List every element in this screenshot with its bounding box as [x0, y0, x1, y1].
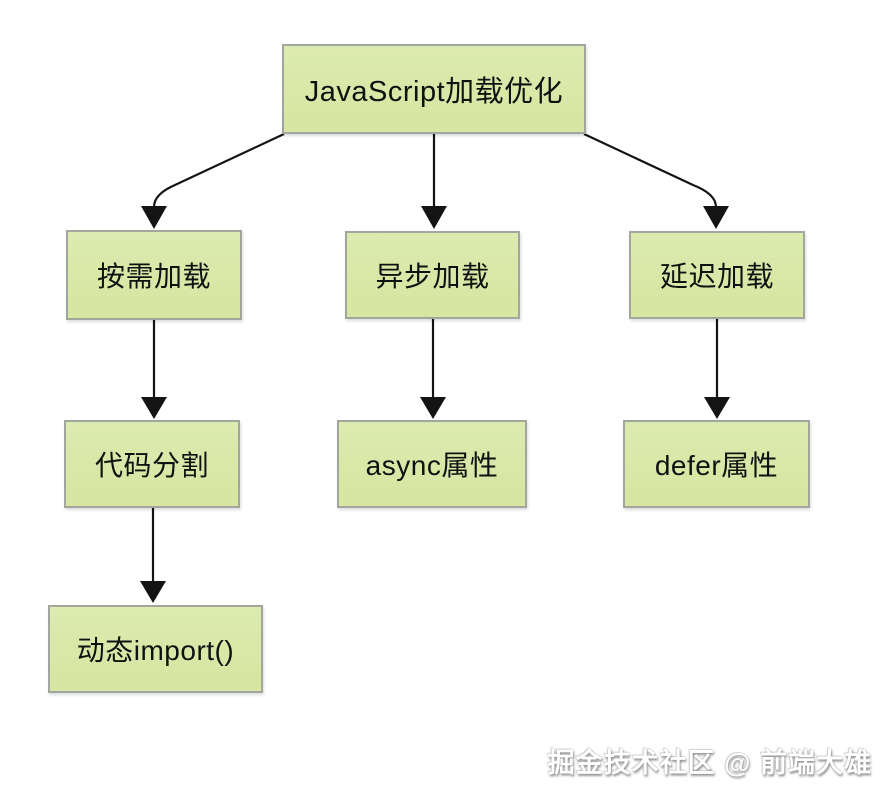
node-root-label: JavaScript加载优化: [304, 76, 564, 108]
node-code-split-label: 代码分割: [94, 450, 209, 481]
arrowhead-icon: [140, 581, 166, 603]
node-root: JavaScript加载优化: [282, 44, 586, 134]
node-defer-attribute: defer属性: [623, 420, 810, 508]
edge-defer-load-to-defer-attr: [704, 319, 730, 419]
edge-root-to-defer-load: [583, 133, 729, 229]
edge-on-demand-to-code-split: [141, 320, 167, 419]
arrowhead-icon: [421, 206, 447, 229]
node-on-demand-load: 按需加载: [66, 230, 242, 320]
edge-async-load-to-async-attr: [420, 319, 446, 419]
arrowhead-icon: [703, 206, 729, 229]
edge-code-split-to-dynamic-import: [140, 508, 166, 603]
node-defer-load-label: 延迟加载: [659, 261, 774, 292]
node-async-load: 异步加载: [345, 231, 520, 319]
arrowhead-icon: [420, 397, 446, 419]
node-dynamic-import: 动态import(): [48, 605, 263, 693]
node-async-attribute: async属性: [337, 420, 527, 508]
arrowhead-icon: [704, 397, 730, 419]
edge-root-to-async-load: [421, 134, 447, 229]
node-defer-attribute-label: defer属性: [654, 450, 779, 481]
node-async-attribute-label: async属性: [365, 450, 499, 481]
node-async-load-label: 异步加载: [375, 261, 490, 292]
edge-root-to-on-demand: [141, 133, 285, 229]
node-defer-load: 延迟加载: [629, 231, 805, 319]
node-dynamic-import-label: 动态import(): [76, 635, 235, 666]
node-on-demand-label: 按需加载: [96, 261, 211, 292]
node-code-split: 代码分割: [64, 420, 240, 508]
arrowhead-icon: [141, 206, 167, 229]
arrowhead-icon: [141, 397, 167, 419]
watermark: 掘金技术社区 @ 前端大雄: [547, 748, 872, 778]
